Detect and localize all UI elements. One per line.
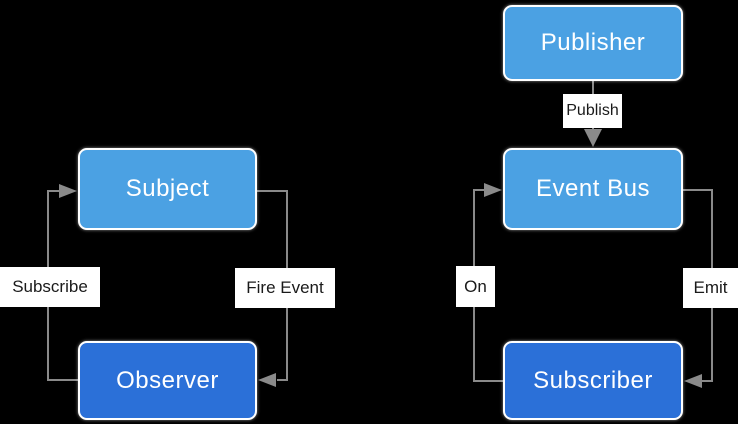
subscriber-node-label: Subscriber — [533, 366, 653, 394]
emit-arrowhead — [684, 374, 702, 388]
subject-node-label: Subject — [125, 175, 210, 202]
event-bus-node-label: Event Bus — [536, 175, 650, 202]
publish-edge-label: Publish — [563, 94, 622, 128]
subject-node: Subject — [78, 148, 257, 230]
subscribe-edge-label: Subscribe — [0, 267, 100, 307]
fire-event-edge-label: Fire Event — [235, 268, 335, 308]
emit-edge-label: Emit — [683, 268, 738, 308]
fire-event-edge-label-text: Fire Event — [246, 278, 324, 297]
observer-node-label: Observer — [116, 366, 219, 394]
subscribe-arrowhead — [59, 184, 77, 198]
observer-node: Observer — [78, 341, 257, 420]
publisher-node: Publisher — [503, 5, 683, 81]
publish-arrowhead — [584, 129, 602, 147]
publish-edge-label-text: Publish — [566, 102, 619, 119]
event-bus-node: Event Bus — [503, 148, 683, 230]
on-edge-label-text: On — [464, 276, 487, 296]
emit-edge-label-text: Emit — [693, 278, 728, 297]
on-edge-label: On — [456, 266, 495, 307]
subscriber-node: Subscriber — [503, 341, 683, 420]
fire-event-arrowhead — [258, 373, 276, 387]
on-arrowhead — [484, 183, 502, 197]
subscribe-edge-label-text: Subscribe — [12, 277, 88, 296]
publisher-node-label: Publisher — [540, 29, 646, 56]
